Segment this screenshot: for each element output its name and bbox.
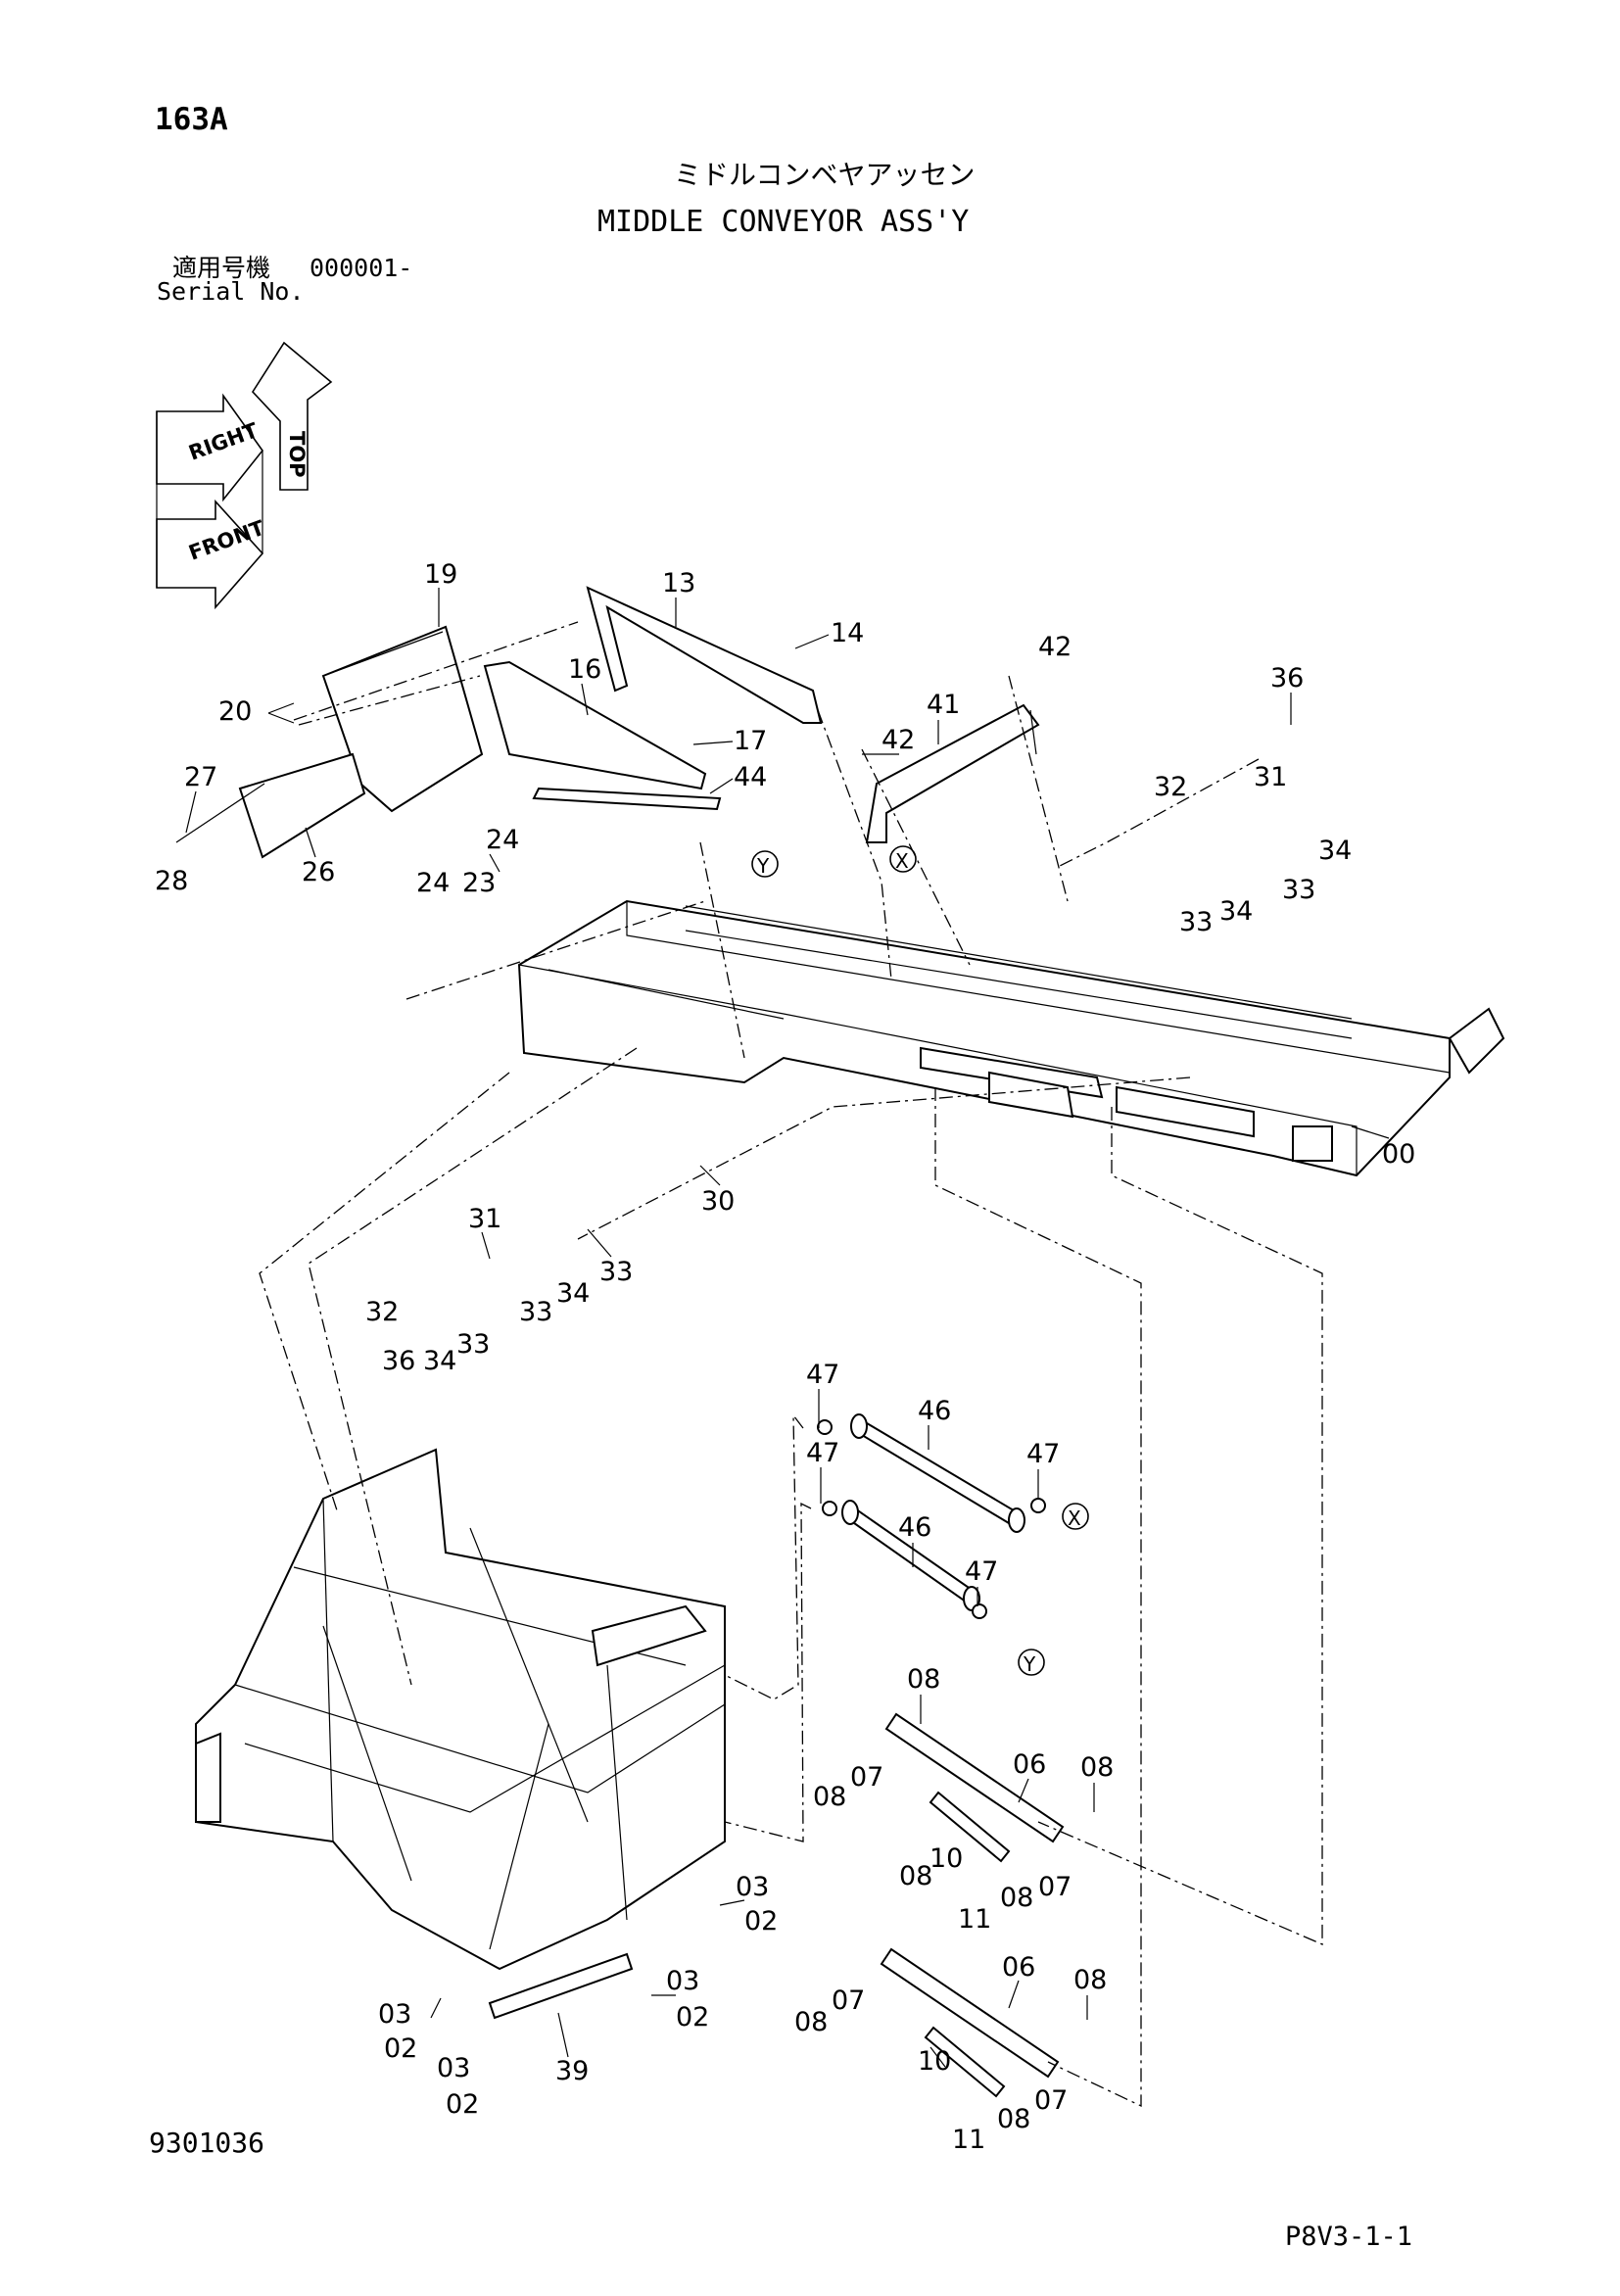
callout-34-top-right: 34 [1318, 836, 1352, 866]
callout-17: 17 [734, 726, 767, 756]
callout-20: 20 [218, 696, 252, 727]
drawing-number: 9301036 [149, 2127, 264, 2159]
callout-34-lower-left: 34 [423, 1346, 456, 1376]
marker-y-label-lower: Y [1023, 1652, 1036, 1676]
page-reference: P8V3-1-1 [1285, 2222, 1412, 2252]
callout-42-top: 42 [1038, 632, 1072, 662]
conveyor-main-frame [517, 899, 1505, 1177]
callout-23: 23 [462, 868, 496, 898]
serial-value: 000001- [310, 254, 412, 282]
upper-rollers [817, 1413, 1046, 1619]
callout-11-b: 11 [952, 2125, 985, 2155]
callout-08-f: 08 [1073, 1965, 1107, 1995]
callout-10-b: 10 [918, 2046, 951, 2077]
orientation-right-label: RIGHT [186, 418, 262, 465]
marker-y-circle-upper: Y [751, 850, 779, 878]
callout-07-a: 07 [850, 1762, 883, 1793]
callout-39: 39 [555, 2056, 589, 2086]
callout-34-top-mid: 34 [1219, 896, 1253, 927]
callout-03-d: 03 [437, 2053, 470, 2083]
callout-07-b: 07 [1038, 1872, 1072, 1902]
callout-26: 26 [302, 857, 335, 887]
callout-32-lower: 32 [365, 1297, 399, 1327]
callout-46-a: 46 [918, 1396, 951, 1426]
callout-33-lower-mid: 33 [519, 1297, 552, 1327]
upper-cover-plates [175, 586, 1040, 859]
callout-47-d: 47 [965, 1556, 998, 1587]
callout-30: 30 [701, 1186, 735, 1217]
marker-x-label: X [895, 849, 909, 873]
callout-03-c: 03 [378, 1999, 411, 2030]
callout-31-lower: 31 [468, 1204, 501, 1234]
callout-42-left: 42 [881, 725, 915, 755]
callout-10-a: 10 [929, 1843, 963, 1874]
callout-03-b: 03 [666, 1966, 699, 1996]
page-code: 163A [155, 102, 228, 137]
callout-08-c: 08 [1080, 1752, 1114, 1783]
marker-y-circle-lower: Y [1018, 1649, 1045, 1676]
callout-47-c: 47 [1026, 1439, 1060, 1469]
callout-46-b: 46 [898, 1512, 931, 1543]
orientation-indicator: TOP RIGHT FRONT [156, 341, 333, 610]
callout-33-top-right: 33 [1282, 875, 1315, 905]
serial-label-jp: 適用号機 [172, 254, 270, 282]
callout-24-upper: 24 [486, 825, 519, 855]
callout-08-d: 08 [899, 1861, 932, 1891]
lower-base-structure [195, 1448, 726, 2020]
callout-41: 41 [927, 690, 960, 720]
callout-08-a: 08 [907, 1664, 940, 1695]
marker-x-circle-lower: X [1062, 1503, 1089, 1530]
callout-02-d: 02 [446, 2089, 479, 2120]
callout-13: 13 [662, 568, 695, 598]
marker-y-label: Y [756, 854, 770, 878]
callout-leader-lines [185, 588, 1390, 2068]
callout-08-e: 08 [1000, 1883, 1033, 1913]
callout-31-top: 31 [1254, 762, 1287, 792]
page-title: MIDDLE CONVEYOR ASS'Y [597, 205, 969, 239]
callout-44: 44 [734, 762, 767, 792]
orientation-top-label: TOP [285, 431, 309, 478]
callout-00: 00 [1382, 1139, 1415, 1170]
callout-02-c: 02 [384, 2033, 417, 2064]
callout-08-h: 08 [997, 2104, 1030, 2134]
callout-14: 14 [831, 618, 864, 648]
callout-36-lower: 36 [382, 1346, 415, 1376]
callout-36-top: 36 [1270, 663, 1304, 694]
marker-x-label-lower: X [1068, 1507, 1081, 1530]
callout-08-g: 08 [794, 2007, 828, 2037]
marker-x-circle-upper: X [889, 845, 917, 873]
assembly-guide-lines [259, 621, 1323, 2108]
callout-02-b: 02 [676, 2002, 709, 2033]
callout-47-a: 47 [806, 1360, 839, 1390]
callout-03-a: 03 [736, 1872, 769, 1902]
callout-27: 27 [184, 762, 217, 792]
callout-07-d: 07 [1034, 2085, 1068, 2116]
callout-24-left: 24 [416, 868, 450, 898]
callout-02-a: 02 [744, 1906, 778, 1937]
callout-33-top-mid: 33 [1179, 907, 1213, 937]
orientation-front-label: FRONT [186, 515, 268, 564]
callout-33-lower-right: 33 [599, 1257, 633, 1287]
callout-33-lower-left: 33 [456, 1329, 490, 1360]
callout-34-lower-mid: 34 [556, 1278, 590, 1309]
serial-label-en: Serial No. [157, 277, 305, 306]
callout-08-b: 08 [813, 1782, 846, 1812]
callout-06-b: 06 [1002, 1952, 1035, 1983]
callout-19: 19 [424, 559, 457, 590]
callout-16: 16 [568, 654, 601, 685]
callout-47-b: 47 [806, 1438, 839, 1468]
hydraulic-cylinders [880, 1712, 1065, 2098]
callout-06-a: 06 [1013, 1749, 1046, 1780]
callout-07-c: 07 [832, 1985, 865, 2016]
callout-11-a: 11 [958, 1904, 991, 1935]
callout-labels: 19 13 14 42 41 42 36 20 16 17 44 27 28 2… [155, 559, 1415, 2155]
callout-32-top: 32 [1154, 772, 1187, 802]
title-kana: ミドルコンベヤアッセン [674, 159, 975, 191]
callout-28: 28 [155, 866, 188, 896]
